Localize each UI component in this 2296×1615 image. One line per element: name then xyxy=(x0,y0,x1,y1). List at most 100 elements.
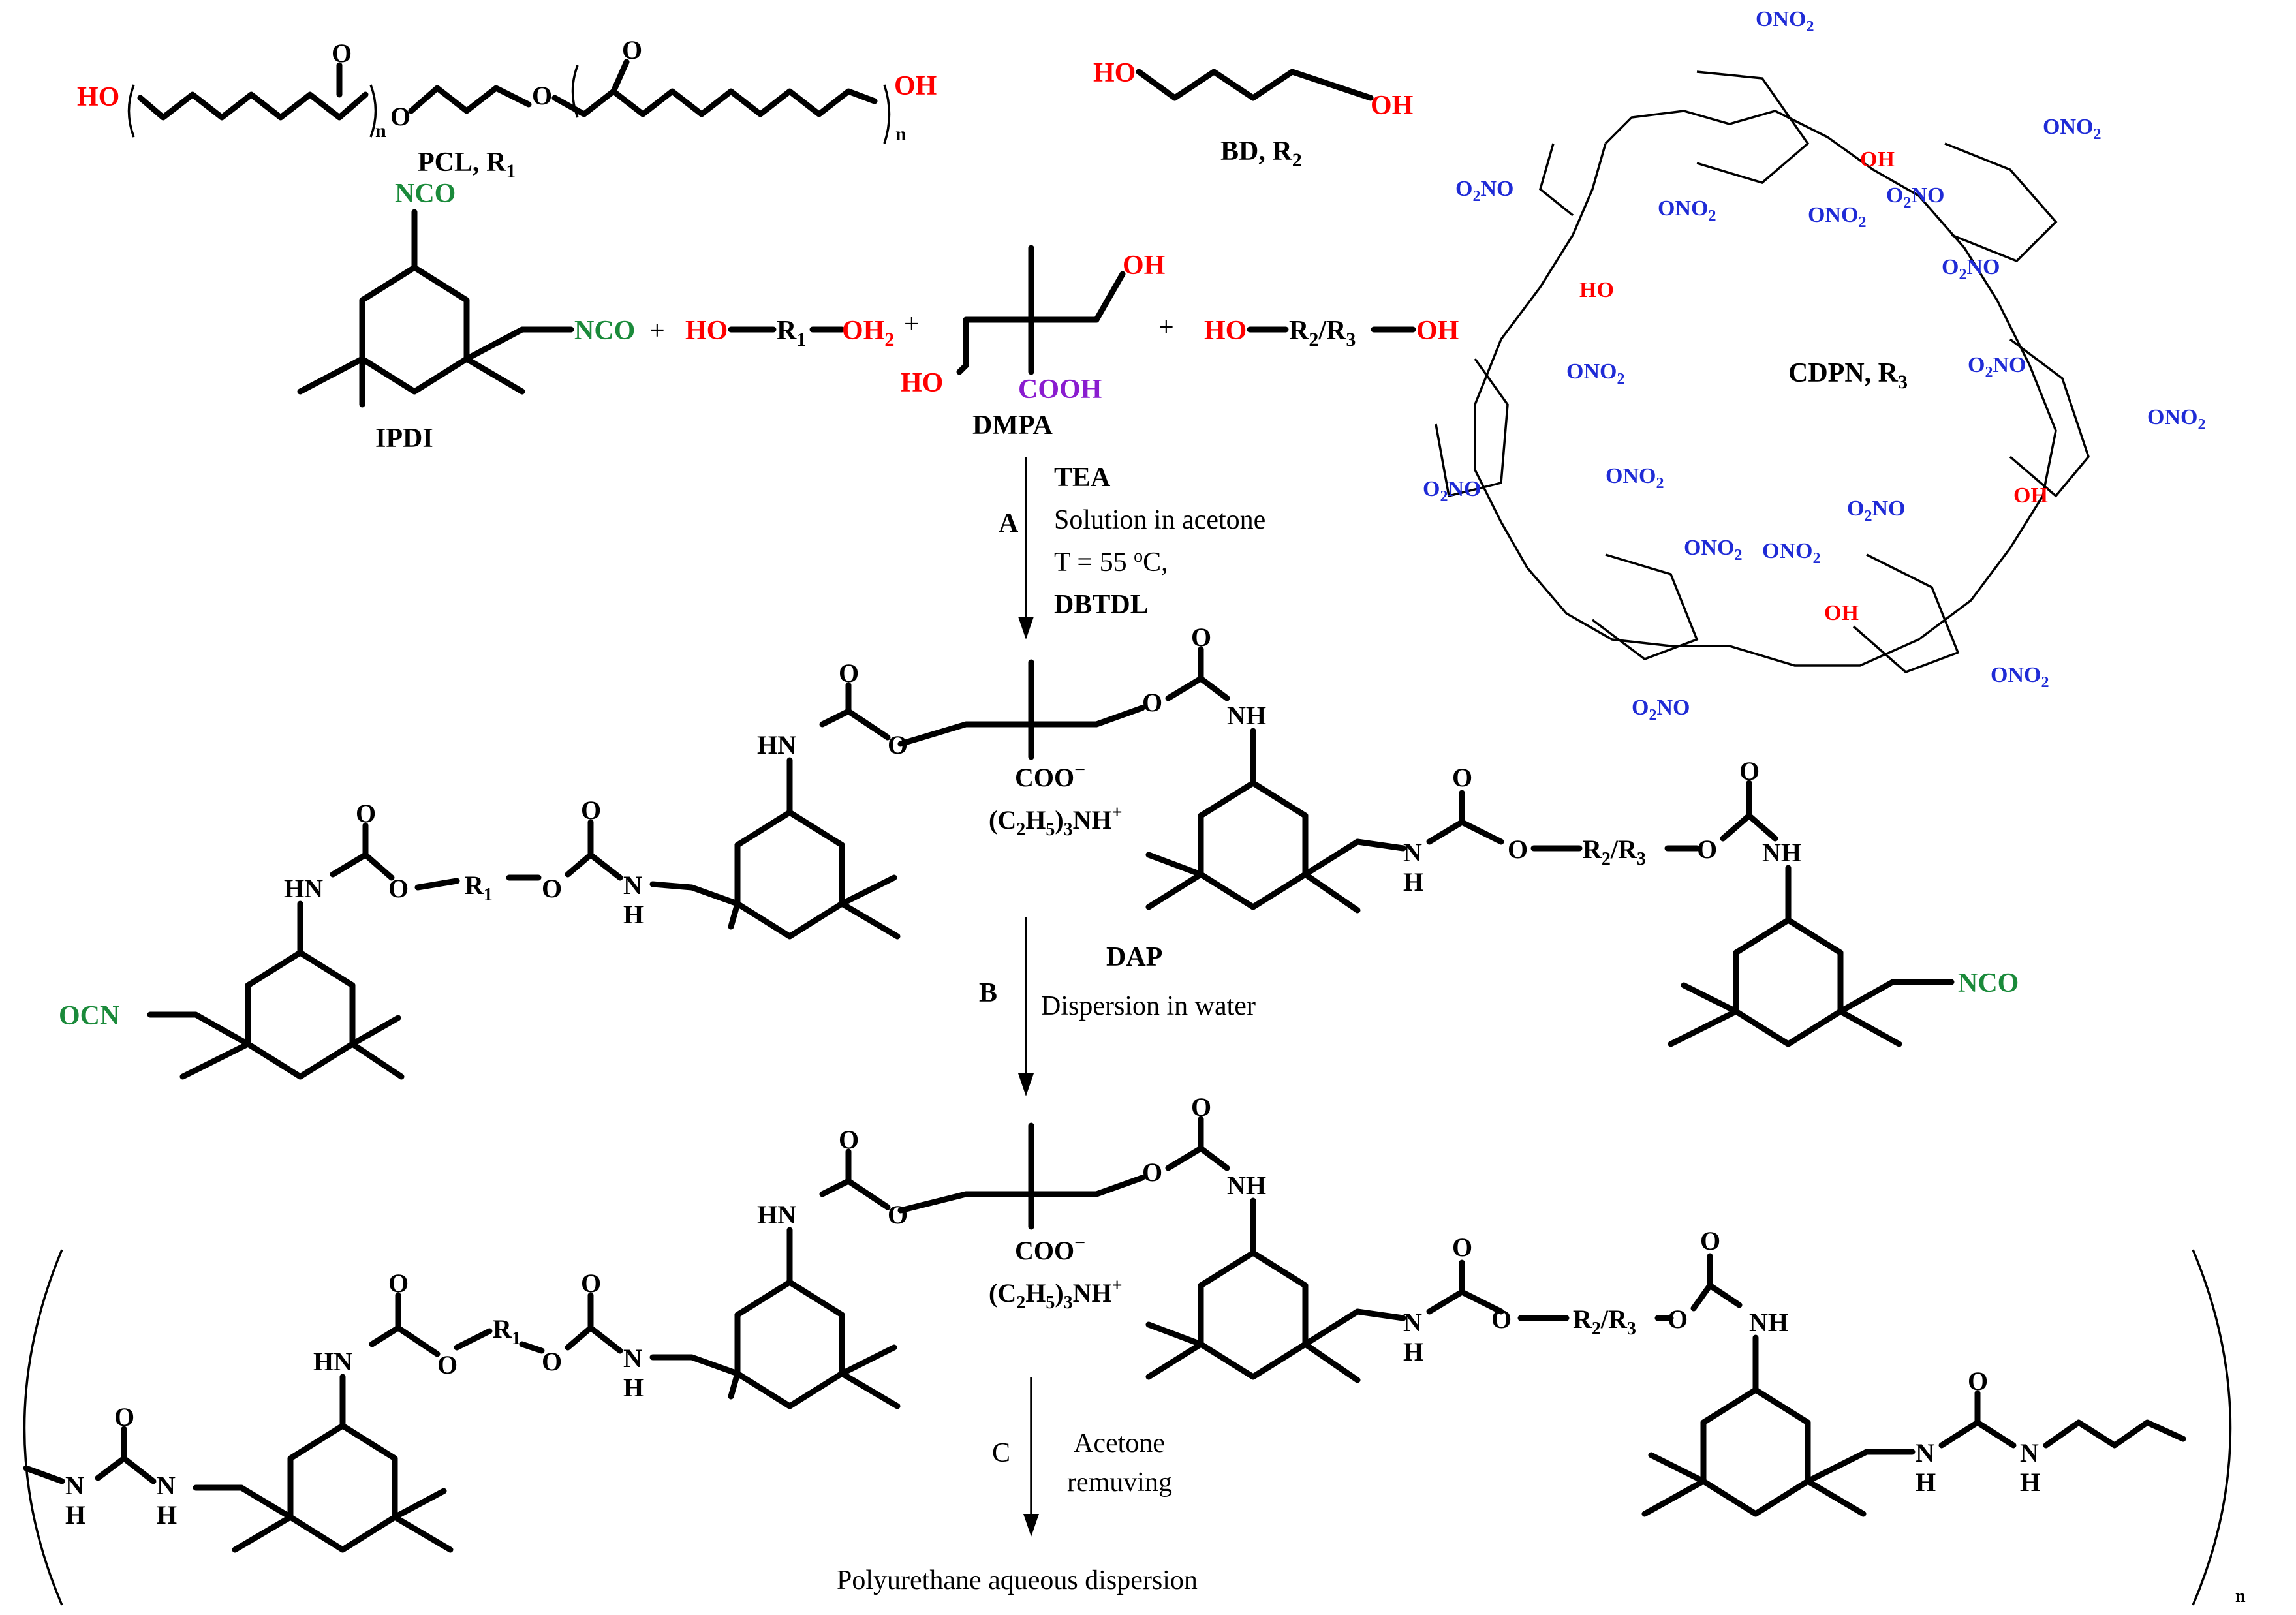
pre-o-carbonyl-right: O xyxy=(1191,623,1211,652)
pre-h-left: H xyxy=(623,900,644,929)
prod-r1-bond-left xyxy=(454,1328,493,1351)
pre-ring-right-me1 xyxy=(1145,871,1204,910)
ipdi-nco-top: NCO xyxy=(395,179,456,209)
pcl-chain-1 xyxy=(137,91,369,121)
prod-ring-farleft xyxy=(287,1423,398,1553)
cdpn-ono2-3: ONO2 xyxy=(1658,196,1716,224)
pre-coo: COO− xyxy=(1015,759,1085,792)
pre-ring-left xyxy=(734,809,845,940)
pre-ocn: OCN xyxy=(59,1001,119,1031)
pcl-chain-mid xyxy=(408,85,532,114)
diol-r1-r: R1 xyxy=(777,316,806,350)
ipdi-methyl-1 xyxy=(297,356,365,395)
cdpn-sugar-6 xyxy=(1591,553,1699,660)
pcl-chain-2 xyxy=(551,88,878,117)
pre-o-r1-left-co: O xyxy=(356,799,376,828)
cdpn-ono2-1: ONO2 xyxy=(1756,7,1814,35)
prod-ring-right-me1 xyxy=(1145,1341,1204,1380)
prod-ring-farleft-me1 xyxy=(232,1514,294,1553)
cdpn-macrocycle xyxy=(1474,110,2057,667)
product-structure: n COO− (C2H5)3NH+ O O HN N H O O R1 O O … xyxy=(23,1092,2246,1607)
cdpn-o2no-5: O2NO xyxy=(1423,477,1481,505)
prod-o-carbonyl-right: O xyxy=(1191,1092,1211,1122)
prod-ring-farright-ch2 xyxy=(1805,1449,1916,1484)
prod-ring-farleft-ch2 xyxy=(193,1484,294,1520)
pcl-structure: HO O n O O O OH n PCL, R1 xyxy=(77,35,937,182)
prod-o-r23-right-co: O xyxy=(1700,1226,1720,1255)
pcl-paren-right-2 xyxy=(883,84,891,144)
pre-hn-left: HN xyxy=(757,730,796,760)
pcl-ether-o-2: O xyxy=(532,81,552,110)
pre-ring-left-ch2 xyxy=(649,881,741,907)
step-c-line2: remuving xyxy=(1067,1468,1172,1498)
step-a-line4: DBTDL xyxy=(1054,590,1149,620)
dmpa-cooh: COOH xyxy=(1018,375,1102,405)
step-b-arrowhead xyxy=(1018,1073,1034,1096)
product-n: n xyxy=(2235,1586,2246,1607)
prod-n-farleft-urea-1: N xyxy=(157,1471,176,1500)
pre-ring-right-me2 xyxy=(1145,852,1204,878)
prod-ring-left-me1 xyxy=(839,1370,901,1409)
bd-chain xyxy=(1136,69,1374,101)
pre-core-backbone xyxy=(897,705,1145,747)
prod-urea-left xyxy=(95,1455,157,1484)
step-a-arrowhead xyxy=(1018,617,1034,639)
prod-hn-left: HN xyxy=(757,1200,796,1229)
prod-coo: COO− xyxy=(1015,1232,1085,1265)
prod-o-r1-left-co: O xyxy=(388,1269,409,1298)
prod-ring-farleft-me3 xyxy=(392,1488,447,1520)
prod-ring-right-me2 xyxy=(1145,1321,1204,1347)
pre-nh-right: NH xyxy=(1227,701,1266,730)
ipdi-structure: NCO NCO IPDI + xyxy=(297,179,665,454)
prod-o-core-left: O xyxy=(888,1200,908,1229)
prod-r1: R1 xyxy=(493,1314,521,1349)
pre-o-r23-right-co: O xyxy=(1739,756,1760,786)
cdpn-ho-1: HO xyxy=(1579,278,1614,302)
step-a-line2: Solution in acetone xyxy=(1054,505,1265,535)
prod-n-farright-urea-1: N xyxy=(1916,1438,1934,1468)
pre-ring-farleft-me2 xyxy=(349,1041,405,1080)
cdpn-oh-2: OH xyxy=(2013,484,2048,508)
pcl-carbonyl-o-1: O xyxy=(332,38,352,68)
prod-o-r1-right: O xyxy=(542,1347,562,1376)
prod-butyl-chain xyxy=(2043,1419,2186,1449)
pre-o-core-left: O xyxy=(888,730,908,760)
prod-h-farright-urea-2: H xyxy=(2020,1468,2040,1497)
dmpa-ho: HO xyxy=(901,368,943,398)
pre-ring-farleft-me1 xyxy=(179,1041,251,1080)
cdpn-o2no-2: O2NO xyxy=(1886,183,1944,211)
prod-h-farright-urea-1: H xyxy=(1916,1468,1936,1497)
prod-ring-left-me3 xyxy=(728,1370,741,1400)
pre-nh-farright: NH xyxy=(1762,838,1801,867)
pre-r1-bond-left xyxy=(414,878,460,891)
diol-r1: HO R1 OH2 + xyxy=(685,309,920,350)
prod-r23: R2/R3 xyxy=(1573,1304,1636,1339)
cdpn-sugar-3 xyxy=(1944,142,2058,263)
diol-r23-r: R2/R3 xyxy=(1289,316,1356,350)
pcl-n-1: n xyxy=(375,120,386,142)
pre-ring-farleft xyxy=(245,949,356,1080)
prod-nh-right: NH xyxy=(1227,1171,1266,1200)
prod-chain-end-left xyxy=(23,1465,65,1484)
cdpn-ono2-7: ONO2 xyxy=(1606,464,1664,492)
prod-h-farleft-urea-2: H xyxy=(65,1500,85,1530)
pre-o-r23-left: O xyxy=(1508,835,1528,864)
bd-oh-label: OH xyxy=(1371,91,1413,121)
ipdi-ring xyxy=(359,264,470,395)
prod-urethane-r1-right xyxy=(565,1325,623,1354)
prod-ring-right-ch2 xyxy=(1302,1308,1406,1347)
cdpn-structure: ONO2 ONO2 O2NO ONO2 ONO2 O2NO O2NO O2NO … xyxy=(1423,7,2205,724)
cdpn-sugar-2 xyxy=(1696,70,1810,184)
prod-urethane-r1-left xyxy=(369,1325,441,1357)
pcl-n-2: n xyxy=(895,123,907,145)
prod-ring-farright-me1 xyxy=(1641,1478,1707,1517)
prod-ring-farright-me2 xyxy=(1648,1452,1707,1484)
prod-n-farleft-urea-2: N xyxy=(65,1471,84,1500)
cdpn-o2no-1: O2NO xyxy=(1455,177,1513,205)
dmpa-backbone xyxy=(963,271,1126,369)
ipdi-label: IPDI xyxy=(375,423,433,454)
prod-ring-right xyxy=(1198,1250,1309,1380)
pre-ring-left-me3 xyxy=(728,900,741,930)
step-b-line1: DAP xyxy=(1106,942,1162,972)
step-c-arrowhead xyxy=(1023,1514,1039,1537)
